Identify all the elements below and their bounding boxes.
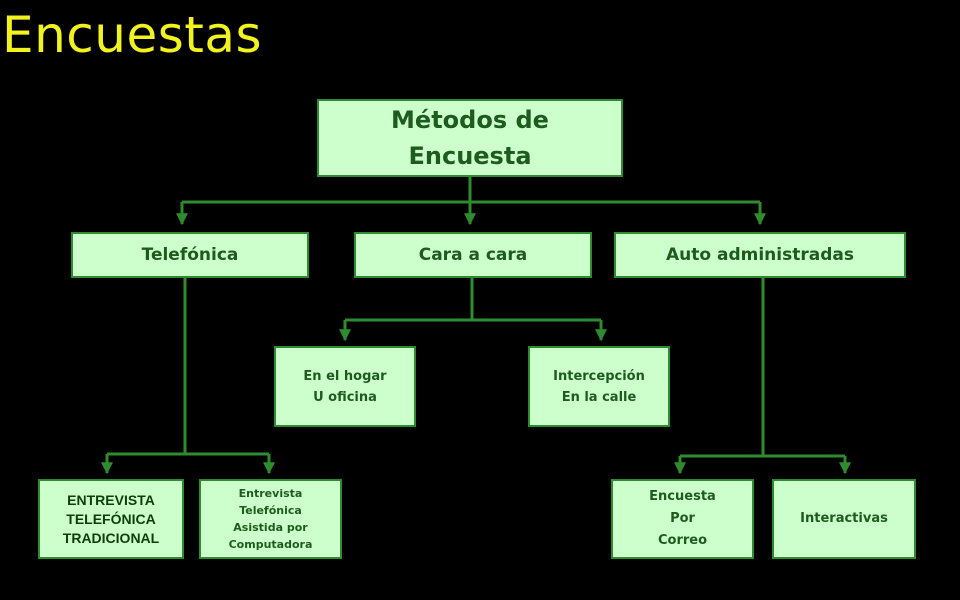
node-asistida-line-4: Computadora [228,538,313,551]
node-cara-a-cara-label: Cara a cara [418,245,528,265]
node-tradicional-line-1: ENTREVISTA [67,491,155,508]
node-metodos-line-1: Métodos de [391,106,549,134]
node-metodos-de-encuesta: Métodos de Encuesta [317,99,623,177]
node-intercepcion-line-1: Intercepción [553,368,645,384]
node-intercepcion-line-2: En la calle [561,389,637,405]
node-tradicional-line-3: TRADICIONAL [62,529,160,546]
node-intercepcion: Intercepción En la calle [528,346,670,427]
node-correo-line-1: Encuesta [649,489,716,504]
node-cara-a-cara: Cara a cara [354,232,592,278]
node-telefonica: Telefónica [71,232,309,278]
node-asistida-line-1: Entrevista [238,487,303,500]
node-hogar-line-2: U oficina [313,389,377,405]
node-tradicional-line-2: TELEFÓNICA [66,510,156,527]
slide-title: Encuestas [2,6,263,64]
node-auto-administradas-label: Auto administradas [666,245,854,265]
node-entrevista-tradicional: ENTREVISTA TELEFÓNICA TRADICIONAL [38,479,184,559]
node-interactivas-label: Interactivas [800,511,888,526]
node-telefonica-label: Telefónica [141,245,239,265]
node-asistida-line-2: Telefónica [239,504,302,517]
node-entrevista-asistida: Entrevista Telefónica Asistida por Compu… [199,479,342,559]
node-interactivas: Interactivas [772,479,916,559]
node-auto-administradas: Auto administradas [614,232,906,278]
node-en-el-hogar: En el hogar U oficina [274,346,416,427]
node-metodos-line-2: Encuesta [408,142,532,170]
node-asistida-line-3: Asistida por [233,521,308,534]
node-correo-line-2: Por [670,511,695,526]
node-encuesta-por-correo: Encuesta Por Correo [611,479,754,559]
node-hogar-line-1: En el hogar [303,368,387,384]
node-correo-line-3: Correo [657,533,708,548]
